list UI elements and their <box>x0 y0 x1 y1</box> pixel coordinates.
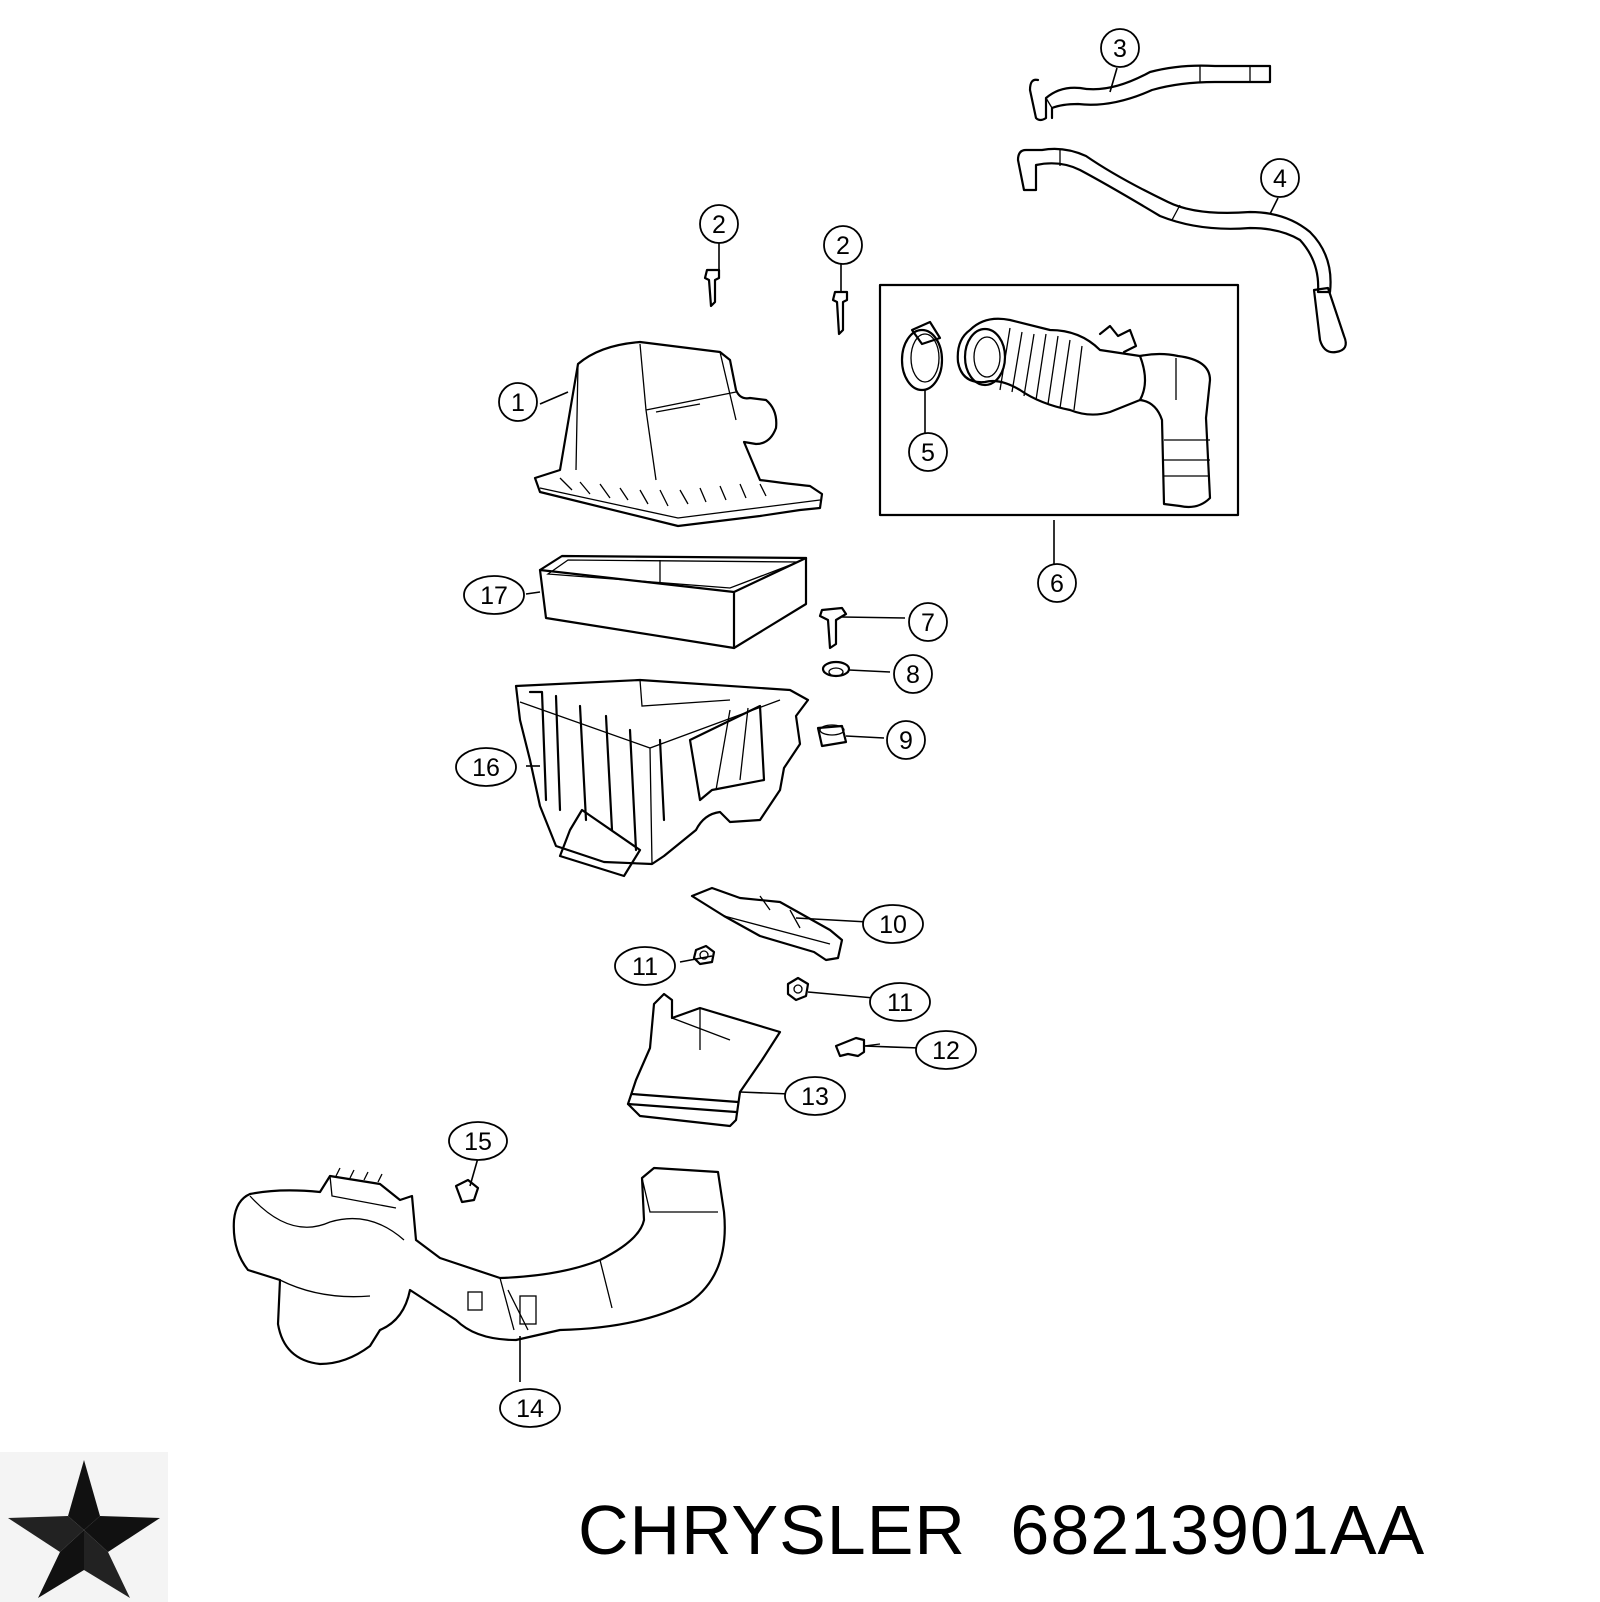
part-11-nut-right <box>786 976 810 1002</box>
callout-label: 15 <box>464 1128 492 1156</box>
callout-17: 17 <box>463 575 525 615</box>
part-6-inlet-duct-assembly <box>878 283 1240 517</box>
part-15-clip <box>454 1178 480 1204</box>
callout-2-right: 2 <box>823 225 863 265</box>
part-7-bolt <box>818 606 848 650</box>
callout-9: 9 <box>886 720 926 760</box>
callout-label: 4 <box>1273 165 1287 193</box>
callout-14: 14 <box>499 1388 561 1428</box>
callout-15: 15 <box>448 1121 508 1161</box>
callout-2-left: 2 <box>699 204 739 244</box>
callout-5: 5 <box>908 432 948 472</box>
pentastar-icon <box>0 1452 168 1602</box>
part-1-air-cleaner-cover <box>533 340 824 528</box>
callout-7: 7 <box>908 602 948 642</box>
part-13-intake-duct <box>626 992 782 1128</box>
callout-label: 5 <box>921 439 935 467</box>
callout-label: 11 <box>632 953 658 981</box>
callout-label: 3 <box>1113 35 1127 63</box>
callout-label: 12 <box>932 1037 960 1065</box>
callout-4: 4 <box>1260 158 1300 198</box>
callout-label: 17 <box>480 582 508 610</box>
part-number: 68213901AA <box>1010 1491 1426 1569</box>
callout-13: 13 <box>784 1076 846 1116</box>
part-5-hose-clamp <box>900 320 944 392</box>
callout-label: 10 <box>879 911 907 939</box>
callout-12: 12 <box>915 1030 977 1070</box>
brand-name: CHRYSLER <box>578 1491 966 1569</box>
callout-label: 9 <box>899 727 913 755</box>
brand-title: CHRYSLER 68213901AA <box>578 1495 1425 1565</box>
callout-6: 6 <box>1037 563 1077 603</box>
callout-label: 8 <box>906 661 920 689</box>
callout-3: 3 <box>1100 28 1140 68</box>
part-16-air-cleaner-body <box>514 678 810 878</box>
part-8-grommet <box>821 660 851 678</box>
brand-footer: CHRYSLER 68213901AA <box>0 1440 1600 1602</box>
part-14-inlet-tube-resonator <box>232 1166 726 1366</box>
part-3-vent-hose <box>1028 64 1272 122</box>
callout-8: 8 <box>893 654 933 694</box>
part-9-isolator <box>816 724 848 748</box>
leader-lines <box>469 67 1279 1382</box>
part-17-air-filter <box>538 554 808 650</box>
callout-label: 2 <box>836 232 850 260</box>
part-10-bracket <box>690 886 844 962</box>
callout-label: 6 <box>1050 570 1064 598</box>
callout-label: 13 <box>801 1083 829 1111</box>
callout-1: 1 <box>498 382 538 422</box>
part-2-bolt-right <box>831 290 849 336</box>
callout-label: 16 <box>472 754 500 782</box>
callout-10: 10 <box>862 904 924 944</box>
callout-label: 1 <box>511 389 525 417</box>
callout-label: 14 <box>516 1395 544 1423</box>
part-2-bolt-left <box>703 268 721 308</box>
part-11-nut-left <box>692 944 716 966</box>
part-4-vent-hose <box>1016 147 1347 354</box>
callout-label: 7 <box>921 609 935 637</box>
callout-label: 2 <box>712 211 726 239</box>
callout-11-left: 11 <box>614 946 676 986</box>
callout-11-right: 11 <box>869 982 931 1022</box>
callout-label: 11 <box>887 989 913 1017</box>
callout-16: 16 <box>455 747 517 787</box>
